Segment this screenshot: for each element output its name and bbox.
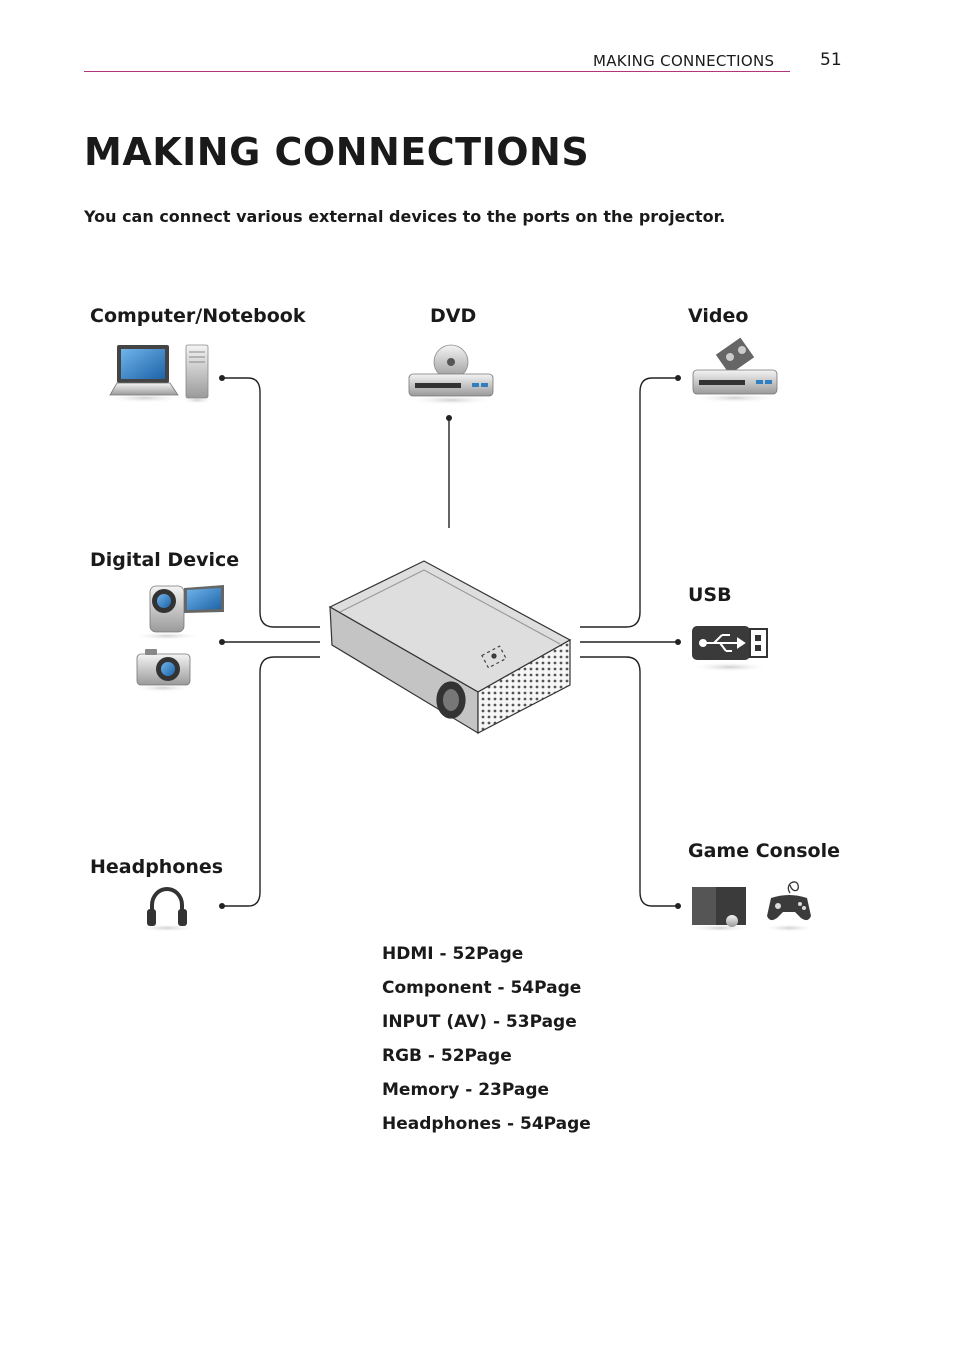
page-reference-list: HDMI - 52Page Component - 54Page INPUT (… [382, 940, 591, 1144]
label-dvd: DVD [430, 305, 477, 327]
connection-lines [222, 377, 678, 907]
video-player-icon [691, 337, 779, 403]
page-title: MAKING CONNECTIONS [84, 130, 590, 174]
label-usb: USB [688, 584, 732, 606]
reference-input-av: INPUT (AV) - 53Page [382, 1012, 577, 1032]
connection-dots [219, 375, 681, 909]
laptop-icon [105, 345, 185, 403]
line-video [580, 377, 678, 628]
headphones-icon [137, 887, 197, 932]
label-digital-device: Digital Device [90, 549, 240, 571]
game-console-icon [688, 887, 752, 932]
line-game-console [580, 656, 678, 907]
camcorder-icon [132, 585, 224, 640]
reference-component: Component - 54Page [382, 978, 582, 998]
reference-hdmi: HDMI - 52Page [382, 944, 524, 964]
line-headphones [222, 656, 320, 907]
reference-headphones: Headphones - 54Page [382, 1114, 591, 1134]
label-headphones: Headphones [90, 856, 224, 878]
reference-memory: Memory - 23Page [382, 1080, 550, 1100]
digital-camera-icon [133, 649, 193, 692]
desktop-tower-icon [181, 344, 213, 404]
running-header-title: MAKING CONNECTIONS [593, 52, 775, 70]
line-computer [222, 377, 320, 628]
reference-rgb: RGB - 52Page [382, 1046, 512, 1066]
projector-icon [328, 560, 572, 735]
dvd-player-icon [407, 344, 495, 405]
label-video: Video [688, 305, 749, 327]
header-rule [84, 71, 790, 72]
label-computer-notebook: Computer/Notebook [90, 305, 306, 327]
usb-drive-icon [690, 626, 770, 672]
label-game-console: Game Console [688, 840, 840, 862]
game-controller-icon [763, 881, 815, 932]
intro-text: You can connect various external devices… [84, 207, 726, 226]
page-number: 51 [820, 50, 842, 70]
